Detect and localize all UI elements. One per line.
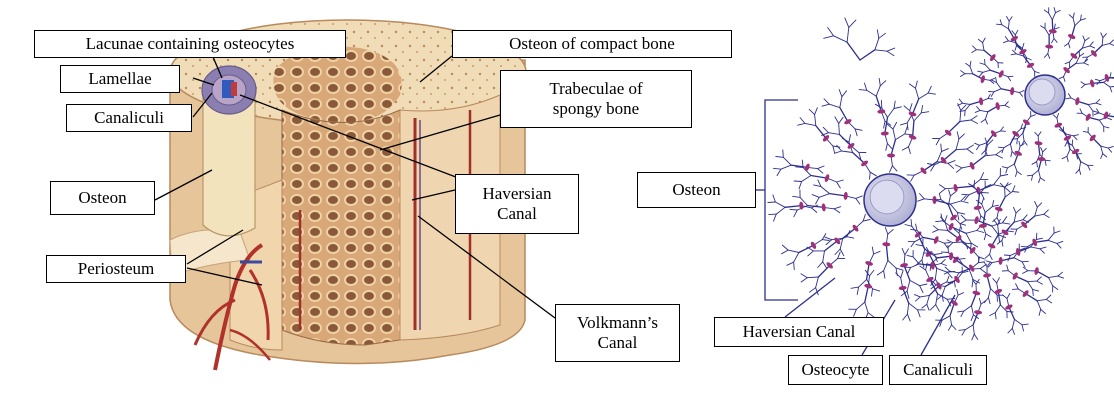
osteocyte-cell	[1054, 122, 1063, 129]
osteocyte-cell	[968, 264, 976, 273]
label-periosteum: Periosteum	[46, 255, 186, 283]
osteocyte-cell	[1022, 118, 1031, 126]
osteocyte-cell	[1026, 62, 1035, 69]
osteocyte-cell	[974, 216, 980, 225]
osteocyte-cell	[979, 97, 984, 105]
osteocyte-cell	[1034, 267, 1040, 276]
label-osteon-left: Osteon	[50, 181, 155, 215]
osteocyte-cell	[882, 242, 890, 247]
osteocyte-cell	[1021, 289, 1029, 298]
osteocyte-cell	[1004, 303, 1013, 310]
label-osteon-right: Osteon	[637, 172, 756, 208]
osteocyte-cell	[1010, 87, 1015, 95]
osteocyte-cell	[1067, 33, 1076, 40]
osteocyte-cell	[974, 310, 982, 315]
osteocyte-cell	[998, 257, 1002, 265]
osteocyte-cell	[1045, 44, 1053, 49]
osteocyte-cell	[887, 153, 895, 157]
osteocyte-cell	[1075, 97, 1080, 106]
osteocyte-cell	[1034, 141, 1042, 146]
osteocyte-cell	[969, 161, 976, 170]
label-canaliculi-right: Canaliculi	[889, 355, 987, 385]
osteocyte-cell	[973, 205, 981, 210]
osteocyte-cell	[983, 273, 991, 278]
label-haversian-canal-left: Haversian Canal	[455, 174, 579, 234]
osteocyte-cell	[919, 166, 927, 175]
osteocyte-cell	[843, 192, 848, 200]
osteocyte-cell	[998, 70, 1005, 79]
label-haversian-canal-right: Haversian Canal	[714, 317, 884, 347]
osteocyte-cell	[995, 102, 1001, 111]
osteocyte-cell	[833, 237, 841, 246]
osteocyte-cell	[953, 184, 958, 193]
osteocyte-cell	[810, 241, 818, 250]
osteocyte-cell	[908, 111, 917, 117]
osteocyte-cell	[1089, 79, 1095, 88]
osteocyte-cell	[877, 109, 885, 114]
label-canaliculi-left: Canaliculi	[66, 104, 192, 132]
label-trabeculae-of-spongy-bone: Trabeculae of spongy bone	[500, 70, 692, 128]
osteocyte-cell	[1049, 29, 1057, 34]
osteocyte-cell	[954, 234, 962, 243]
label-lacunae-containing-osteocytes: Lacunae containing osteocytes	[34, 30, 346, 58]
osteocyte-cell	[881, 131, 889, 136]
osteocyte-cell	[898, 285, 906, 290]
osteocyte-cell	[864, 283, 873, 289]
osteocyte-cell	[987, 242, 996, 249]
osteocyte-cell	[821, 203, 826, 211]
label-lamellae: Lamellae	[60, 65, 180, 93]
osteocyte-cell	[948, 222, 955, 231]
osteocyte-cell	[1012, 272, 1019, 281]
label-osteocyte: Osteocyte	[788, 355, 883, 385]
label-osteon-of-compact-bone: Osteon of compact bone	[452, 30, 732, 58]
osteocyte-cell	[980, 75, 986, 84]
osteocyte-cell	[1014, 150, 1023, 157]
label-volkmanns-canal: Volkmann’s Canal	[555, 304, 680, 362]
